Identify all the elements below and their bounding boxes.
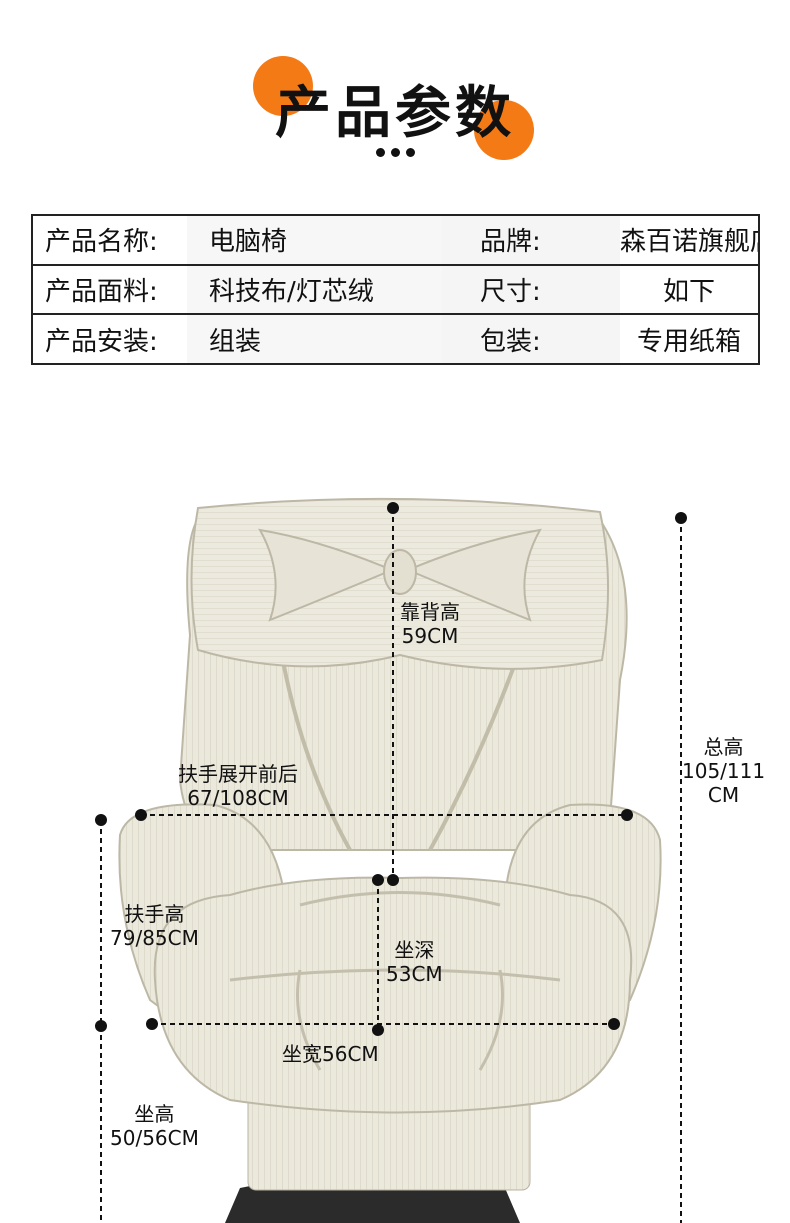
spec-label: 尺寸: — [442, 263, 620, 315]
spec-value: 专用纸箱 — [620, 313, 759, 364]
seat-width-label: 坐宽56CM — [282, 1042, 379, 1066]
dimension-lines — [100, 508, 682, 1223]
title-section: 产品参数 — [0, 50, 790, 180]
dimension-endpoints — [95, 502, 687, 1036]
spec-label: 包装: — [442, 313, 620, 364]
spec-label: 品牌: — [442, 215, 620, 265]
table-row: 产品名称: 电脑椅 品牌: 森百诺旗舰店 — [32, 215, 759, 265]
accent-circle-left — [253, 56, 313, 116]
chair-illustration — [95, 497, 687, 1223]
accent-circle-right — [474, 100, 534, 160]
seat-height-label: 坐高 50/56CM — [110, 1102, 199, 1150]
spec-label: 产品安装: — [32, 313, 187, 364]
seat-cushion — [153, 876, 633, 1114]
spec-value: 电脑椅 — [187, 215, 442, 265]
table-row: 产品面料: 科技布/灯芯绒 尺寸: 如下 — [32, 263, 759, 315]
spec-value: 森百诺旗舰店 — [620, 227, 759, 258]
armrest-span-label: 扶手展开前后 67/108CM — [178, 762, 298, 810]
page-title: 产品参数 — [275, 81, 515, 146]
spec-value: 组装 — [187, 313, 442, 364]
headrest-pillow — [190, 497, 610, 670]
spec-value: 科技布/灯芯绒 — [187, 263, 442, 315]
ellipsis-dots — [0, 142, 790, 161]
spec-label: 产品名称: — [45, 227, 158, 258]
total-height-label: 总高 105/111 CM — [682, 735, 766, 807]
spec-table: 产品名称: 电脑椅 品牌: 森百诺旗舰店 产品面料: 科技布/灯芯绒 尺寸: 如… — [31, 214, 760, 365]
backrest-height-label: 靠背高 59CM — [400, 600, 460, 648]
spec-value: 如下 — [620, 263, 759, 315]
seat-depth-label: 坐深 53CM — [386, 938, 443, 986]
table-row: 产品安装: 组装 包装: 专用纸箱 — [32, 313, 759, 364]
spec-label: 产品面料: — [32, 263, 187, 315]
chair-dimension-diagram: 靠背高 59CM 总高 105/111 CM 扶手展开前后 67/108CM 扶… — [0, 380, 790, 1223]
armrest-height-label: 扶手高 79/85CM — [110, 902, 199, 950]
